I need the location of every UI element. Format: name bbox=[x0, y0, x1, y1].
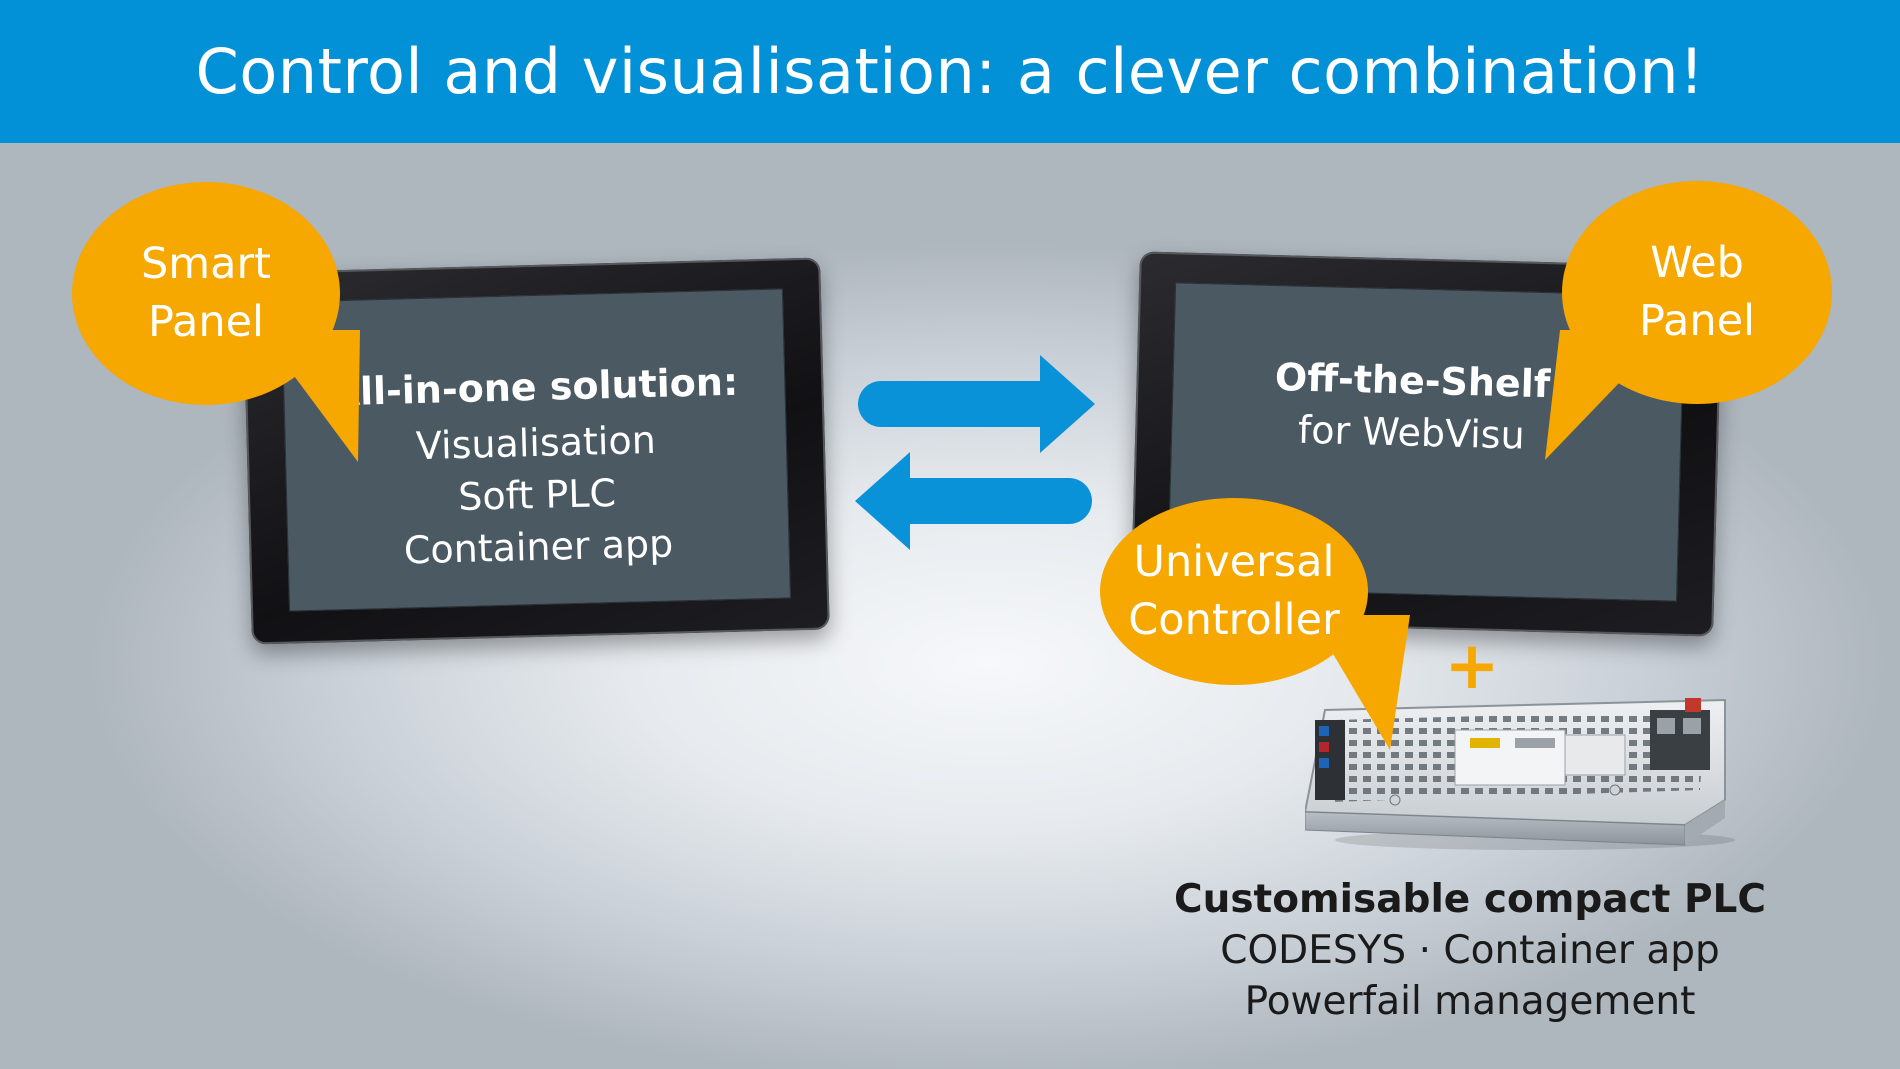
web-panel-bubble: Web Panel bbox=[1562, 181, 1832, 404]
web-panel-bubble-line2: Panel bbox=[1638, 295, 1755, 346]
plc-caption-title: Customisable compact PLC bbox=[1173, 877, 1767, 922]
exchange-arrows-icon bbox=[855, 355, 1095, 550]
header-bar: Control and visualisation: a clever comb… bbox=[0, 0, 1900, 143]
universal-controller-bubble-line1: Universal bbox=[1133, 537, 1335, 588]
compact-plc-device-image bbox=[1305, 698, 1735, 850]
plc-caption-line-codesys: CODESYS · Container app bbox=[1220, 928, 1720, 973]
smart-panel-bubble-line2: Panel bbox=[147, 296, 264, 347]
web-panel-bubble-line1: Web bbox=[1650, 238, 1744, 289]
smart-panel-bubble: Smart Panel bbox=[72, 182, 340, 405]
plus-icon: + bbox=[1444, 627, 1500, 704]
plc-caption: Customisable compact PLC CODESYS · Conta… bbox=[1130, 874, 1810, 1027]
universal-controller-bubble: Universal Controller bbox=[1100, 498, 1368, 685]
page-title: Control and visualisation: a clever comb… bbox=[195, 35, 1705, 108]
plc-caption-line-powerfail: Powerfail management bbox=[1244, 979, 1696, 1024]
smart-panel-bubble-line1: Smart bbox=[140, 239, 272, 290]
universal-controller-bubble-line2: Controller bbox=[1128, 594, 1340, 645]
